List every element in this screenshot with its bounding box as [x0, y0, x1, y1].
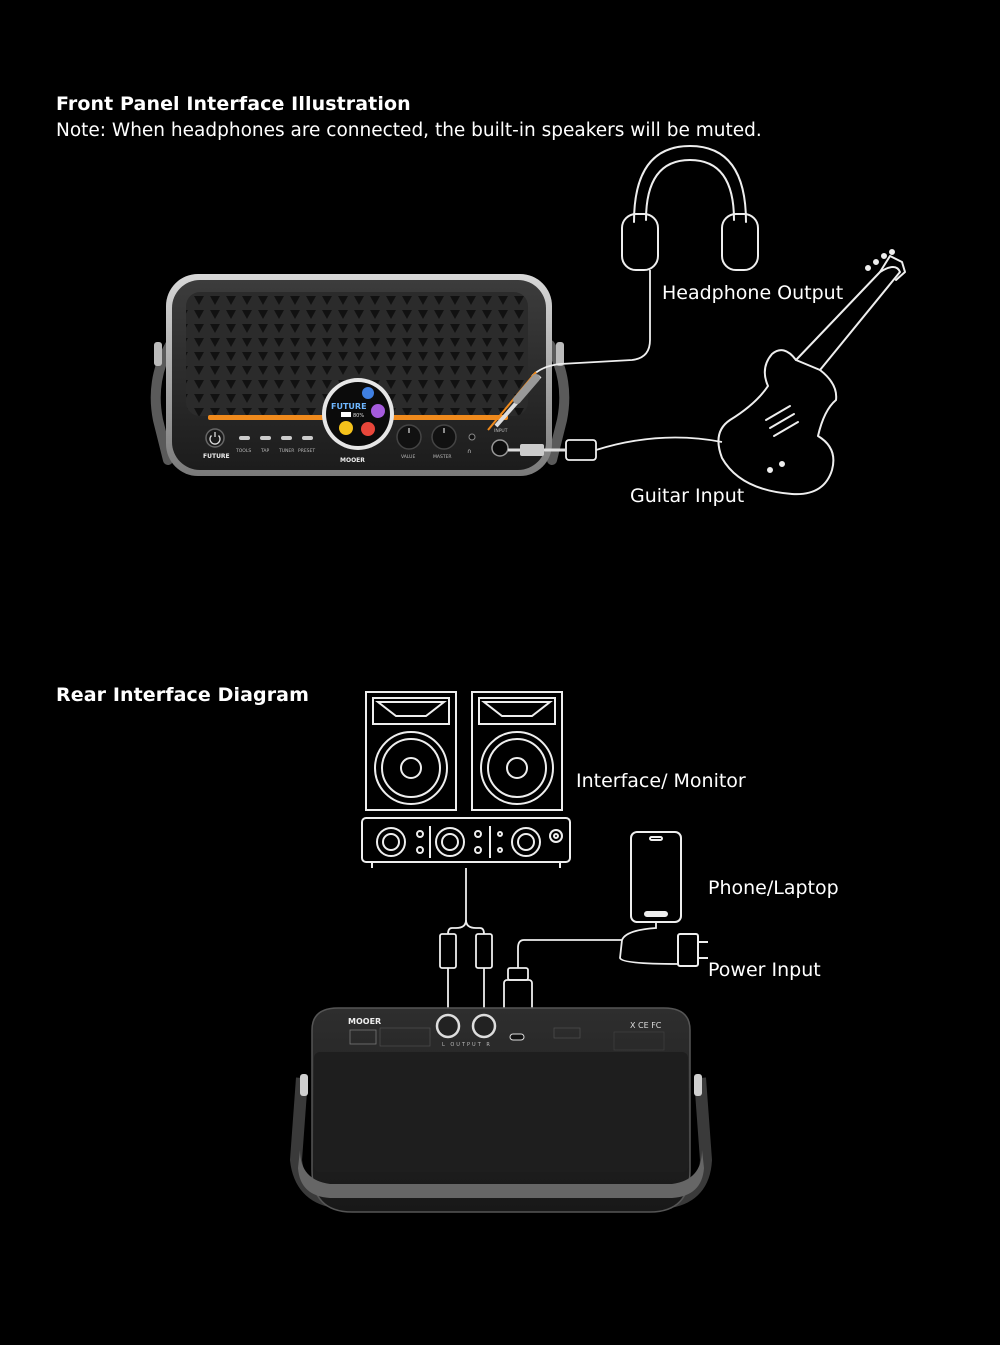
tools-button[interactable] [239, 436, 250, 440]
right-handle [545, 340, 570, 465]
effects-icon [361, 422, 375, 436]
headphone-cable [531, 270, 651, 377]
left-output-jack[interactable] [435, 1013, 461, 1039]
studio-monitors-icon [365, 691, 563, 811]
headphone-note: Note: When headphones are connected, the… [56, 120, 762, 141]
power-icon [209, 435, 221, 445]
user-icon [371, 404, 385, 418]
usb-c-port[interactable] [509, 1033, 525, 1041]
rear-brand-logo: MOOER [348, 1017, 381, 1026]
tone-icon [339, 421, 353, 435]
master-knob[interactable] [431, 424, 457, 450]
rear-amp: MOOER L OUTPUT R X CE FC [289, 1007, 713, 1213]
audio-interface-icon [361, 817, 571, 868]
preset-button[interactable] [302, 436, 313, 440]
usb-cable [503, 922, 679, 1019]
tap-label: TAP [260, 448, 269, 454]
headphone-jack[interactable] [468, 433, 476, 441]
guitar-cable [595, 436, 723, 451]
guitar-input-label: Guitar Input [630, 485, 745, 507]
guitar-plug [508, 439, 597, 461]
input-jack-label: INPUT [494, 428, 508, 434]
output-cable [439, 868, 493, 1012]
output-jack-label: L OUTPUT R [442, 1042, 492, 1048]
phone-icon [630, 831, 682, 923]
tap-button[interactable] [260, 436, 271, 440]
amp-model-label: FUTURE [203, 453, 230, 460]
battery-icon [341, 412, 351, 417]
master-knob-label: MASTER [433, 454, 452, 460]
power-input-label: Power Input [708, 959, 821, 981]
speaker-grill [186, 292, 528, 416]
headphones-icon [621, 145, 759, 271]
interface-monitor-label: Interface/ Monitor [576, 770, 746, 792]
tuner-label: TUNER [278, 448, 294, 454]
amp-brand-logo: MOOER [340, 457, 365, 464]
guitar-input-jack[interactable] [491, 439, 509, 457]
battery-percent: 80% [353, 413, 364, 419]
headphone-small-icon: ∩ [467, 448, 471, 455]
right-output-jack[interactable] [471, 1013, 497, 1039]
phone-laptop-label: Phone/Laptop [708, 877, 839, 899]
left-handle [150, 340, 175, 465]
rear-interface-title: Rear Interface Diagram [56, 684, 310, 706]
power-adapter-icon [677, 933, 708, 967]
front-panel-title: Front Panel Interface Illustration [56, 93, 411, 115]
handle-bar [298, 1150, 704, 1198]
function-buttons: TOOLS TAP TUNER PRESET [235, 436, 315, 454]
value-knob[interactable] [396, 424, 422, 450]
power-button[interactable] [205, 428, 225, 448]
electric-guitar-icon [717, 249, 906, 496]
screen-logo: FUTURE [331, 402, 367, 411]
rear-grill [314, 1052, 688, 1172]
front-amp: FUTURE 80% TOOLS TAP TUNER PRESET FUTURE… [150, 274, 570, 476]
tuner-button[interactable] [281, 436, 292, 440]
tools-label: TOOLS [235, 448, 251, 454]
value-knob-label: VALUE [401, 454, 415, 460]
bluetooth-icon [362, 387, 374, 399]
preset-label: PRESET [298, 448, 315, 454]
certification-marks: X CE FC [630, 1021, 662, 1030]
headphone-plug [487, 371, 542, 431]
headphone-output-label: Headphone Output [662, 282, 844, 304]
